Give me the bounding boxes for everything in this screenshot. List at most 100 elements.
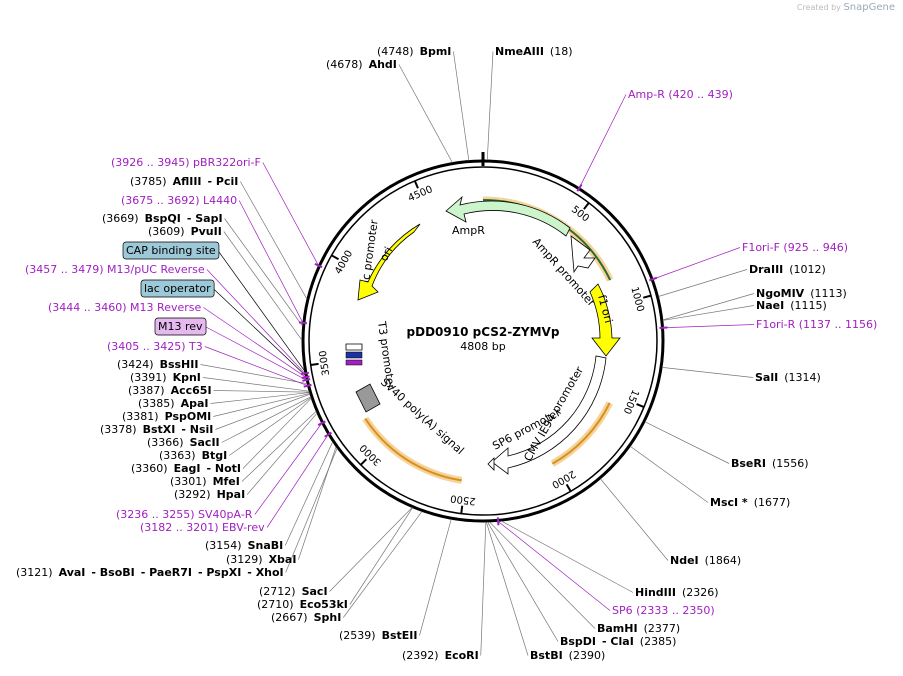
site-label-group[interactable]: (3129)XbaI — [226, 553, 296, 566]
leader-line — [204, 346, 308, 387]
site-label-group[interactable]: (2712)SacI — [259, 585, 328, 598]
enzyme-name: - ClaI — [602, 635, 634, 648]
enzyme-name: NaeI — [756, 299, 784, 312]
enzyme-name: - BsoBI — [91, 566, 134, 579]
enzyme-position: (4748) — [377, 45, 414, 58]
primer-label: F1ori-F (925 .. 946) — [742, 241, 848, 254]
primer-label: (3405 .. 3425) T3 — [107, 340, 203, 353]
leader-line — [487, 521, 559, 642]
orf-halo — [362, 416, 463, 484]
enzyme-position: (3385) — [138, 397, 175, 410]
site-label-group[interactable]: (3385)ApaI — [138, 397, 208, 410]
site-label-group[interactable]: HindIII(2326) — [635, 586, 719, 599]
leader-line — [349, 507, 413, 605]
site-label-group[interactable]: MscI *(1677) — [710, 496, 790, 509]
enzyme-position: (2539) — [339, 629, 376, 642]
site-label-group[interactable]: (3926 .. 3945) pBR322ori-F — [111, 156, 261, 169]
site-label-group[interactable]: CAP binding site — [122, 241, 220, 260]
site-label-group[interactable]: (3292)HpaI — [174, 488, 245, 501]
enzyme-position: (3609) — [148, 225, 185, 238]
primer-mark — [659, 326, 668, 330]
site-label: NgoMIV(1113) — [756, 287, 847, 300]
site-label-group[interactable]: (4748)BpmI — [377, 45, 451, 58]
enzyme-position: (1115) — [790, 299, 827, 312]
site-label-group[interactable]: (3236 .. 3255) SV40pA-R — [116, 508, 253, 521]
site-label-group[interactable]: (3154)SnaBI — [205, 539, 283, 552]
site-label: (3121)AvaI- BsoBI- PaeR7I- PspXI- XhoI — [16, 566, 284, 579]
enzyme-name: - NsiI — [181, 423, 213, 436]
enzyme-name: AflIII — [173, 175, 202, 188]
site-label-group[interactable]: lac operator — [140, 279, 215, 298]
site-label-group[interactable]: Amp-R (420 .. 439) — [628, 88, 733, 101]
enzyme-name: EcoRI — [445, 649, 479, 662]
feature-ampr[interactable]: AmpR — [445, 195, 571, 237]
site-label-group[interactable]: NdeI(1864) — [670, 554, 741, 567]
site-label-group[interactable]: (2539)BstEII — [339, 629, 417, 642]
tick-mark — [460, 505, 464, 514]
site-label: NdeI(1864) — [670, 554, 741, 567]
site-label-group[interactable]: BspDI- ClaI(2385) — [560, 635, 676, 648]
leader-line — [238, 200, 304, 323]
site-label-group[interactable]: (3366)SacII — [147, 436, 220, 449]
site-label: Amp-R (420 .. 439) — [628, 88, 733, 101]
site-label: (3785)AflIII- PciI — [130, 175, 238, 188]
site-label: BamHI(2377) — [597, 622, 680, 635]
site-label-group[interactable]: (3405 .. 3425) T3 — [107, 340, 203, 353]
site-label-group[interactable]: NaeI (1115) — [756, 299, 827, 312]
site-label-group[interactable]: SP6 (2333 .. 2350) — [612, 604, 715, 617]
site-label-group[interactable]: M13 rev — [154, 317, 207, 336]
site-label-group[interactable]: (4678)AhdI — [326, 58, 397, 71]
primer-label: SP6 (2333 .. 2350) — [612, 604, 715, 617]
site-label-group[interactable]: NgoMIV(1113) — [756, 287, 847, 300]
primer-mark — [324, 431, 333, 438]
site-label-group[interactable]: NmeAIII(18) — [495, 45, 573, 58]
site-label-group[interactable]: F1ori-R (1137 .. 1156) — [756, 318, 877, 331]
leader-line — [480, 521, 487, 656]
site-label-group[interactable]: (3360)EagI- NotI — [131, 462, 241, 475]
tick-label: 1500 — [621, 388, 641, 416]
site-label-group[interactable]: (3387)Acc65I — [128, 384, 212, 397]
site-label-group[interactable]: (3182 .. 3201) EBV-rev — [140, 521, 265, 534]
feature-sv40-polya[interactable]: SV40 poly(A) signal — [355, 376, 467, 458]
site-label-group[interactable]: (3381)PspOMI — [122, 410, 211, 423]
site-label-group[interactable]: (3391)KpnI — [130, 371, 201, 384]
site-label-group[interactable]: BstBI(2390) — [530, 649, 605, 662]
site-label: (3391)KpnI — [130, 371, 201, 384]
leader-line — [213, 393, 310, 417]
site-label-group[interactable]: (3424)BssHII — [117, 358, 198, 371]
site-label-group[interactable]: BseRI(1556) — [731, 457, 809, 470]
site-label-group[interactable]: (2667)SphI — [271, 611, 341, 624]
feature-ori[interactable]: ori — [357, 223, 421, 301]
tick-mark — [636, 403, 645, 408]
site-label-group[interactable]: (3457 .. 3479) M13/pUC Reverse — [25, 263, 205, 276]
site-label-group[interactable]: (3301)MfeI — [170, 475, 240, 488]
tick-mark — [583, 202, 590, 210]
enzyme-name: BtgI — [202, 449, 228, 462]
enzyme-name: SacII — [190, 436, 220, 449]
site-label-group[interactable]: (3378)BstXI- NsiI — [100, 423, 213, 436]
leader-line — [453, 51, 470, 161]
site-label-group[interactable]: (3363)BtgI — [159, 449, 227, 462]
site-label-group[interactable]: F1ori-F (925 .. 946) — [742, 241, 848, 254]
feature-f1-ori[interactable]: f1 ori — [589, 283, 621, 357]
site-label-group[interactable]: (3675 .. 3692) L4440 — [121, 194, 237, 207]
plasmid-length: 4808 bp — [460, 340, 505, 353]
primer-mark — [576, 183, 583, 192]
leader-line — [485, 521, 529, 656]
site-label-group[interactable]: SalI(1314) — [755, 371, 821, 384]
site-label-group[interactable]: (3444 .. 3460) M13 Reverse — [48, 301, 201, 314]
enzyme-name: SnaBI — [248, 539, 284, 552]
site-label-group[interactable]: DraIII(1012) — [749, 263, 826, 276]
site-label-group[interactable]: (2710)Eco53kI — [257, 598, 348, 611]
site-label-group[interactable]: BamHI(2377) — [597, 622, 680, 635]
primer-mark — [298, 321, 307, 325]
leader-line — [419, 519, 452, 636]
site-label-group[interactable]: (3785)AflIII- PciI — [130, 175, 238, 188]
site-label-group[interactable]: (3121)AvaI- BsoBI- PaeR7I- PspXI- XhoI — [16, 566, 284, 579]
site-label-group[interactable]: (2392)EcoRI — [402, 649, 479, 662]
primer-label: F1ori-R (1137 .. 1156) — [756, 318, 877, 331]
site-label-group[interactable]: (3669)BspQI- SapI — [102, 212, 223, 225]
site-label-group[interactable]: (3609)PvuII — [148, 225, 222, 238]
enzyme-name: PspOMI — [165, 410, 212, 423]
enzyme-position: (3424) — [117, 358, 154, 371]
